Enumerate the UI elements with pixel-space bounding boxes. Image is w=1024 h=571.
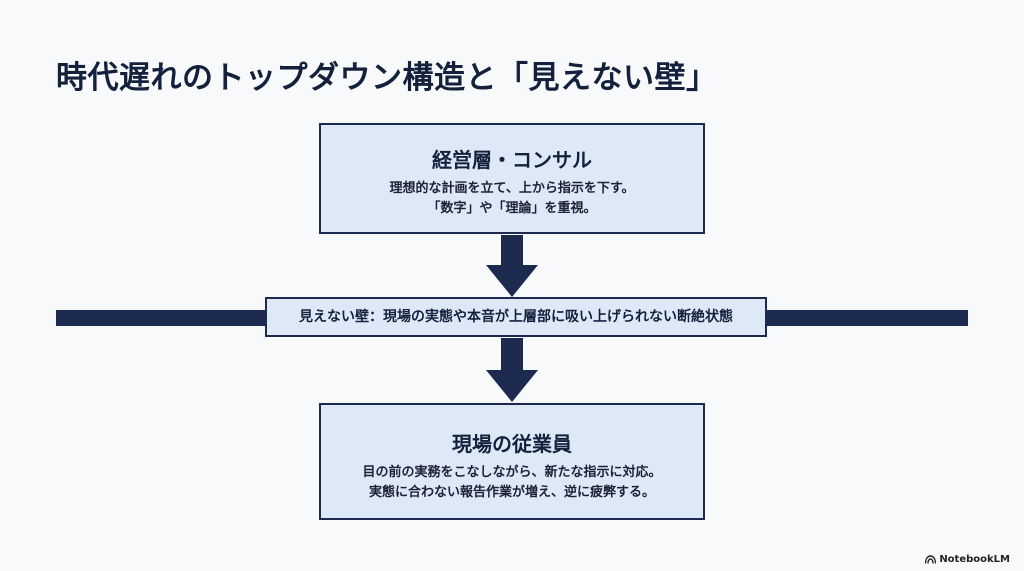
management-box: 経営層・コンサル 理想的な計画を立て、上から指示を下す。 「数字」や「理論」を重… [319, 123, 705, 234]
notebooklm-logo: NotebookLM [925, 554, 1010, 565]
arrow-down-icon [486, 235, 538, 297]
management-box-line: 理想的な計画を立て、上から指示を下す。 [389, 181, 635, 196]
frontline-staff-box-line: 実態に合わない報告作業が増え、逆に疲弊する。 [368, 485, 655, 500]
frontline-staff-box: 現場の従業員 目の前の実務をこなしながら、新たな指示に対応。 実態に合わない報告… [319, 403, 705, 520]
frontline-staff-box-title: 現場の従業員 [452, 432, 572, 456]
slide-title: 時代遅れのトップダウン構造と「見えない壁」 [56, 60, 718, 96]
notebooklm-icon [925, 555, 937, 564]
management-box-title: 経営層・コンサル [432, 148, 592, 172]
invisible-wall-label: 見えない壁：現場の実態や本音が上層部に吸い上げられない断絶状態 [265, 297, 767, 337]
frontline-staff-box-line: 目の前の実務をこなしながら、新たな指示に対応。 [362, 465, 662, 480]
notebooklm-logo-text: NotebookLM [939, 554, 1010, 565]
management-box-line: 「数字」や「理論」を重視。 [427, 201, 597, 216]
arrow-down-icon [486, 338, 538, 402]
